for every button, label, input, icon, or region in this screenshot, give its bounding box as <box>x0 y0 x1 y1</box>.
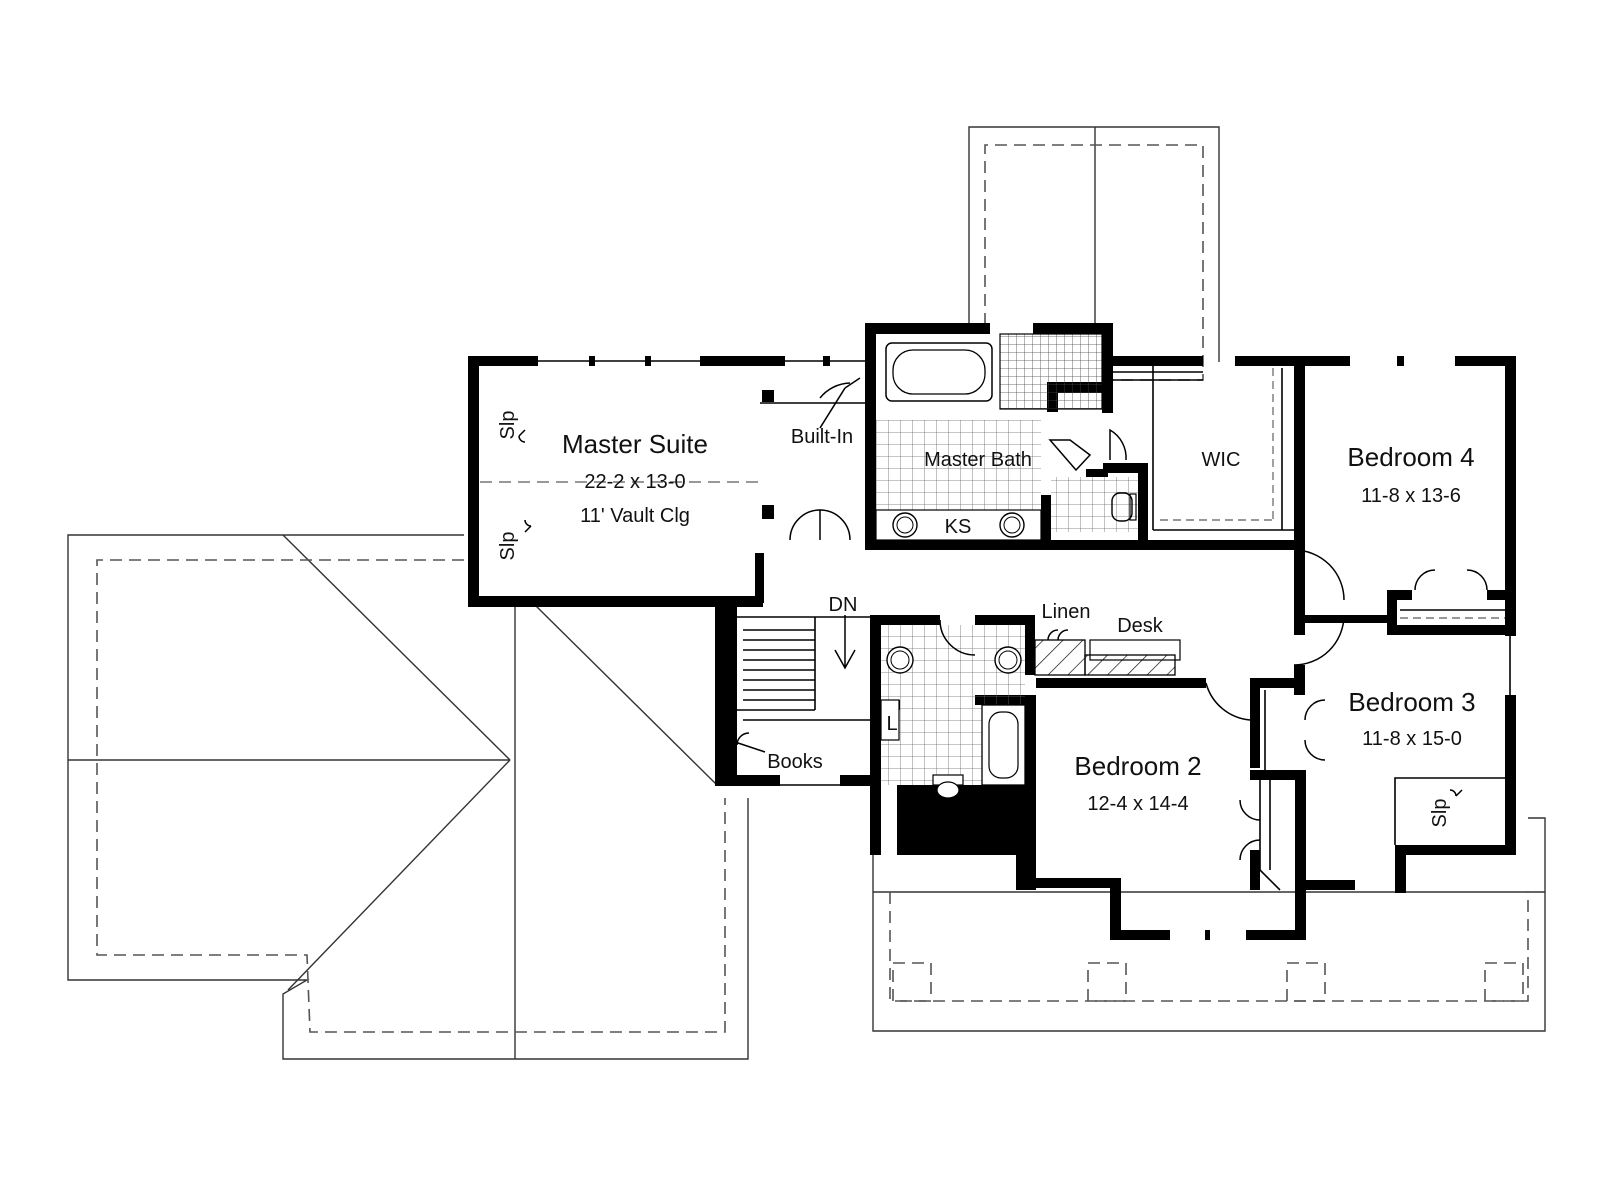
ks-label: KS <box>945 516 972 538</box>
master-suite-name: Master Suite <box>562 429 708 459</box>
bedroom34-walls <box>1294 545 1516 893</box>
room-labels: Master Suite 22-2 x 13-0 11' Vault Clg B… <box>497 411 1476 828</box>
dn-label: DN <box>829 594 858 616</box>
bedroom2-size: 12-4 x 14-4 <box>1087 793 1188 815</box>
bedroom2-walls <box>1036 678 1306 940</box>
stairs <box>740 615 870 786</box>
master-bath-fixtures <box>875 333 1138 541</box>
roof-left-wing <box>67 534 749 1060</box>
linen-desk <box>1034 629 1181 676</box>
roof-porch <box>872 817 1546 1032</box>
bedroom3-name: Bedroom 3 <box>1348 687 1475 717</box>
upper-core-walls <box>865 323 1516 636</box>
sleep-label-lower: Slp <box>497 532 519 561</box>
linen-closet-l-label: L <box>886 713 897 735</box>
hall-walls <box>715 607 1036 890</box>
roof-top-gable <box>968 126 1220 381</box>
bedroom4-size: 11-8 x 13-6 <box>1361 485 1461 507</box>
leader-lines <box>518 387 1463 797</box>
master-suite-size: 22-2 x 13-0 <box>584 471 685 493</box>
hall-bath-fixtures <box>880 625 1026 799</box>
bedroom3-size: 11-8 x 15-0 <box>1362 728 1462 750</box>
wic-name: WIC <box>1202 449 1241 471</box>
door-swings <box>736 377 1488 861</box>
books-label: Books <box>767 751 823 773</box>
bedroom2-name: Bedroom 2 <box>1074 751 1201 781</box>
desk-label: Desk <box>1117 615 1164 637</box>
master-suite-ceiling: 11' Vault Clg <box>580 505 690 527</box>
master-suite-walls <box>468 356 865 607</box>
sleep-label-bedroom3: Slp <box>1429 799 1451 828</box>
linen-label: Linen <box>1042 601 1091 623</box>
master-bath-name: Master Bath <box>924 449 1032 471</box>
bedroom4-name: Bedroom 4 <box>1347 442 1474 472</box>
built-in-label: Built-In <box>791 426 853 448</box>
sleep-label-upper: Slp <box>497 411 519 440</box>
